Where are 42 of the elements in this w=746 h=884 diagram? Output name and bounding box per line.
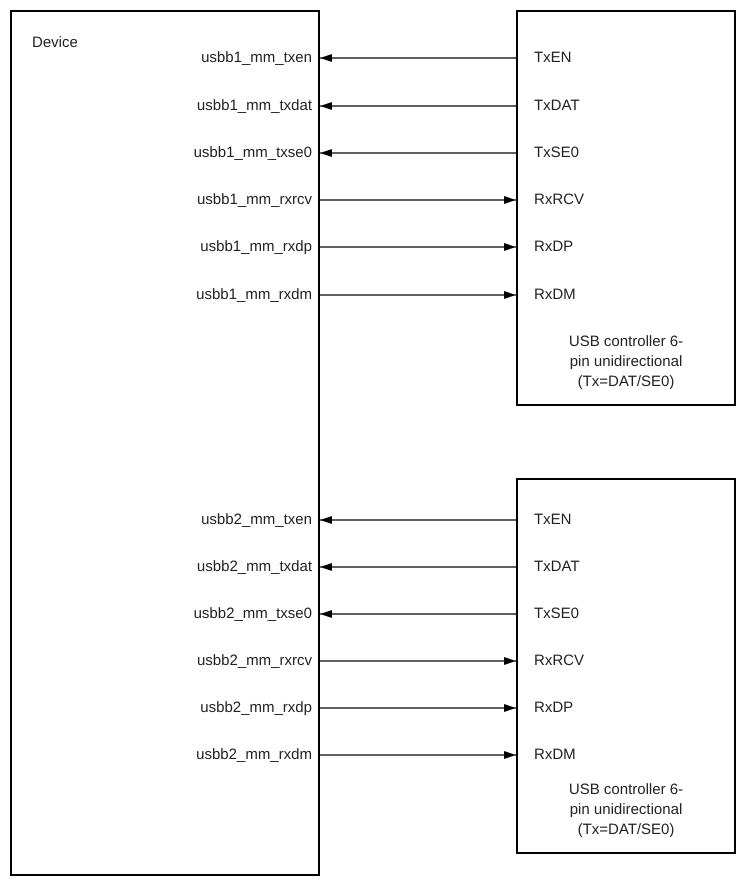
arrow [320,102,516,110]
signal-name: usbb1_mm_rxrcv [196,190,312,210]
arrow [320,54,516,62]
arrow [320,149,516,157]
arrow [320,243,516,251]
signal-name: usbb2_mm_txdat [196,556,312,577]
arrow [320,610,516,618]
controller-box [516,10,736,406]
device-box [10,10,320,876]
signal-name: RxDP [534,236,574,257]
arrow [320,291,516,299]
controller-box [516,478,736,854]
signal-name: usbb1_mm_txen [201,48,312,68]
arrow [320,704,516,712]
arrow [320,751,516,759]
arrow [320,516,516,524]
arrow [320,563,516,571]
signal-name: TxDAT [534,96,580,116]
signal-name: RxRCV [534,650,584,671]
device-label: Device [32,34,78,51]
signal-name: usbb2_mm_rxrcv [196,650,312,671]
signal-name: usbb1_mm_txdat [196,96,312,116]
arrow [320,657,516,665]
signal-name: usbb2_mm_txen [201,510,312,530]
signal-name: RxRCV [534,190,584,210]
signal-name: TxEN [534,510,572,530]
signal-name: TxDAT [534,556,580,577]
signal-name: usbb1_mm_rxdp [200,236,312,257]
signal-name: RxDM [534,744,576,765]
signal-name: TxSE0 [534,604,580,624]
signal-name: usbb1_mm_rxdm [196,284,312,305]
signal-name: usbb2_mm_rxdp [200,698,312,718]
signal-name: RxDM [534,284,576,305]
signal-name: usbb2_mm_txse0 [194,604,312,624]
signal-name: TxEN [534,48,572,68]
signal-name: RxDP [534,698,574,718]
signal-name: TxSE0 [534,142,580,163]
controller-caption: USB controller 6-pin unidirectional (Tx=DAT/SE0) [568,781,684,838]
signal-name: usbb1_mm_txse0 [194,142,312,163]
signal-name: usbb2_mm_rxdm [196,744,312,765]
arrow [320,196,516,204]
controller-caption: USB controller 6-pin unidirectional (Tx=DAT/SE0) [568,333,684,390]
